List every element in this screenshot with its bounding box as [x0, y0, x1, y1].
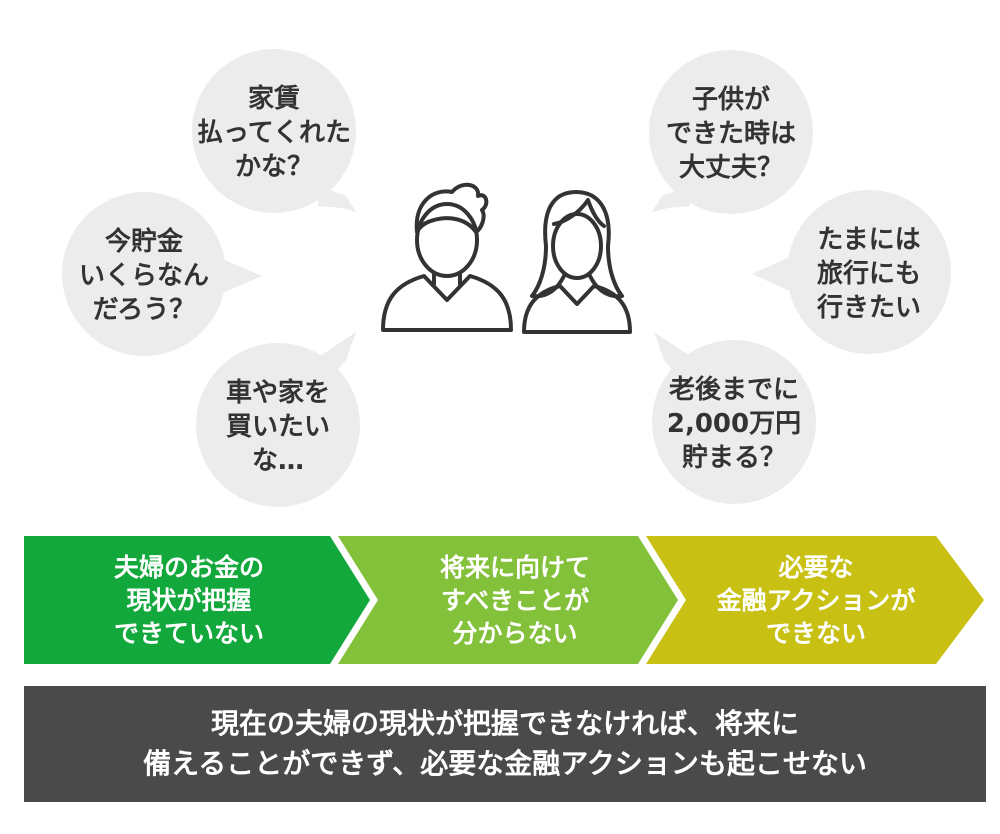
bubble-travel — [752, 190, 951, 354]
bubble-rent-text: 家賃 払ってくれた かな？ — [197, 84, 351, 182]
flow-step2-text: 将来に向けて すべきことが 分からない — [439, 552, 590, 648]
bubble-retirement-text: 老後までに 2,000万円 貯まる？ — [666, 375, 802, 473]
flow-step1-text: 夫婦のお金の 現状が把握 できていない — [113, 552, 264, 648]
woman-icon — [522, 190, 632, 334]
man-icon — [381, 182, 513, 332]
bubble-children — [649, 50, 813, 214]
flow-step3-text: 必要な 金融アクションが できない — [716, 552, 916, 648]
bubble-rent — [192, 49, 356, 213]
conclusion-banner: 現在の夫婦の現状が把握できなければ、将来に 備えることができず、必要な金融アクシ… — [24, 686, 986, 802]
bubble-retirement — [652, 332, 816, 504]
bubble-savings-text: 今貯金 いくらなん だろう？ — [78, 227, 209, 325]
speech-bubbles — [62, 49, 951, 507]
bubble-car-house — [196, 332, 360, 507]
bubble-savings — [62, 192, 262, 356]
conclusion-text: 現在の夫婦の現状が把握できなければ、将来に 備えることができず、必要な金融アクシ… — [143, 707, 867, 780]
bubble-car-house-text: 車や家を 買いたい な… — [225, 378, 330, 476]
bubble-travel-text: たまには 旅行にも 行きたい — [816, 225, 921, 323]
bubble-children-text: 子供が できた時は 大丈夫？ — [665, 85, 796, 183]
